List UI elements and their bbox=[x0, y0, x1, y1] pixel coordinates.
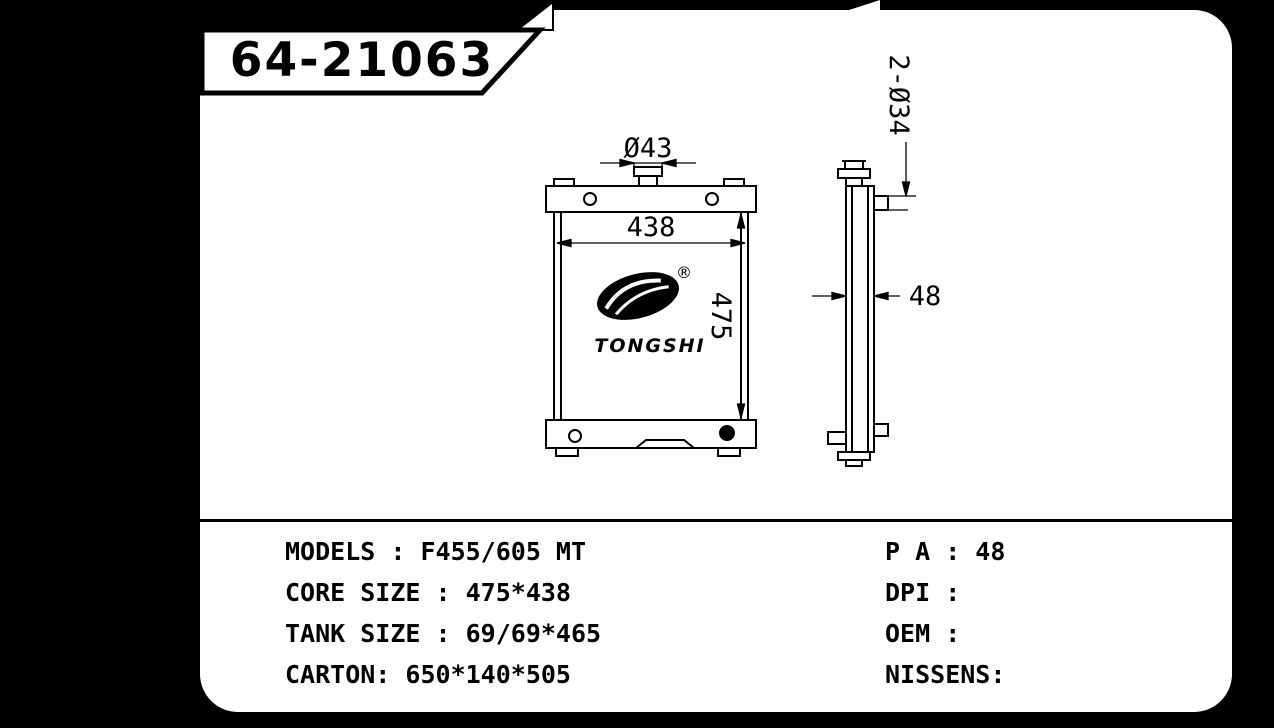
spec-core-size: CORE SIZE : 475*438 bbox=[285, 578, 571, 607]
spec-column-left: MODELS : F455/605 MT CORE SIZE : 475*438… bbox=[285, 537, 601, 689]
spec-pa: P A : 48 bbox=[885, 537, 1006, 566]
part-number-text: 64-21063 bbox=[230, 33, 494, 88]
section-divider bbox=[200, 519, 1232, 522]
spec-nissens: NISSENS: bbox=[885, 660, 1006, 689]
banner-fold-triangle bbox=[520, 4, 552, 29]
banner-parallelogram bbox=[200, 27, 546, 96]
spec-oem: OEM : bbox=[885, 619, 961, 648]
banner-black-band bbox=[200, 0, 554, 31]
spec-dpi: DPI : bbox=[885, 578, 961, 607]
spec-models: MODELS : F455/605 MT bbox=[285, 537, 587, 566]
spec-carton: CARTON: 650*140*505 bbox=[285, 660, 571, 689]
spec-tank-size: TANK SIZE : 69/69*465 bbox=[285, 619, 602, 648]
part-number-banner: 64-21063 bbox=[200, 0, 554, 96]
spec-column-right: P A : 48 DPI : OEM : NISSENS: bbox=[885, 537, 1005, 689]
